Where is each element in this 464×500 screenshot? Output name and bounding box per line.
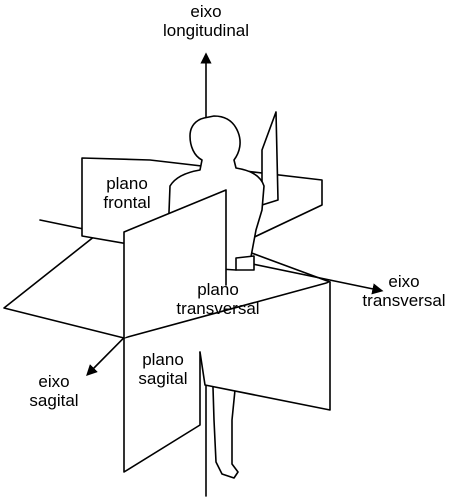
- sagittal-plane-front: [123, 189, 227, 339]
- sagittal-plane-back: [261, 111, 279, 206]
- transverse-plane-label-line2: transversal: [176, 299, 260, 318]
- transverse-plane-label-line1: plano: [197, 280, 239, 299]
- longitudinal-axis-label-line2: longitudinal: [162, 21, 250, 40]
- transverse-axis-label: eixo transversal: [362, 272, 445, 310]
- frontal-plane-label: plano frontal: [103, 174, 150, 212]
- longitudinal-axis-label: eixo longitudinal: [163, 2, 249, 40]
- transverse-axis-label-line2: transversal: [362, 291, 446, 310]
- frontal-plane-lower: [199, 281, 331, 411]
- sagittal-axis-label: eixo sagital: [29, 372, 78, 410]
- sagittal-plane-label: plano sagital: [138, 350, 187, 388]
- figure-hand: [235, 255, 255, 271]
- frontal-plane-label-line2: frontal: [103, 193, 151, 212]
- sagittal-plane-label-line2: sagital: [138, 369, 188, 388]
- sagittal-plane-lower: [123, 337, 201, 473]
- frontal-plane-label-line1: plano: [106, 174, 148, 193]
- sagittal-plane-label-line1: plano: [142, 350, 184, 369]
- transverse-plane-label: plano transversal: [176, 280, 259, 318]
- transverse-axis-label-line1: eixo: [388, 272, 420, 291]
- sagittal-axis-label-line1: eixo: [38, 372, 70, 391]
- sagittal-axis-label-line2: sagital: [29, 391, 79, 410]
- longitudinal-axis-label-line1: eixo: [190, 2, 222, 21]
